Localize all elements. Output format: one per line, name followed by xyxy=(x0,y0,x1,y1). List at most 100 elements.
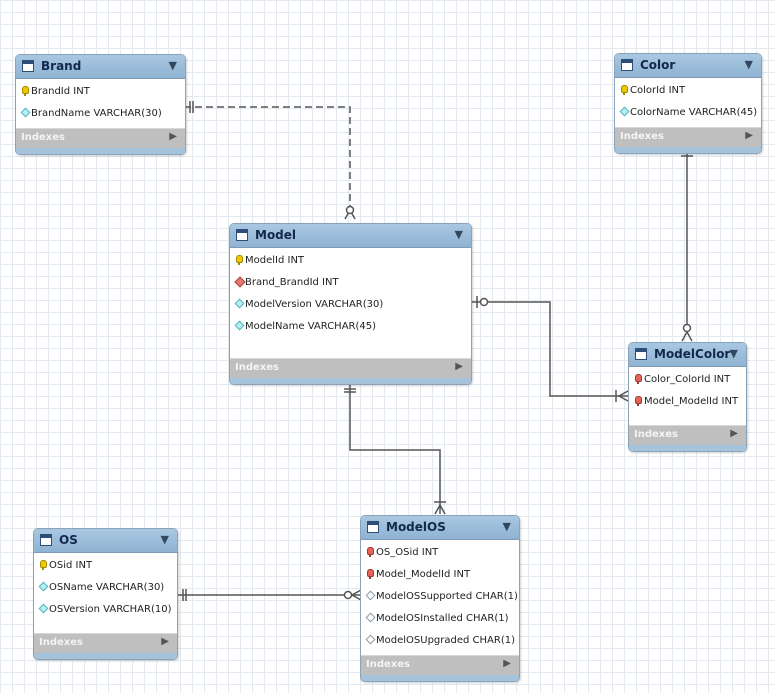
indexes-label: Indexes xyxy=(620,131,664,142)
column-row[interactable]: Brand_BrandId INT xyxy=(230,272,471,294)
expand-arrow-icon[interactable]: ▶ xyxy=(455,361,463,372)
expand-arrow-icon[interactable]: ▶ xyxy=(730,428,738,439)
relationship-model-modelos[interactable] xyxy=(344,384,446,515)
table-footer xyxy=(629,445,746,451)
table-icon xyxy=(635,348,647,360)
table-title: Brand xyxy=(41,59,82,73)
table-header[interactable]: ModelColor ▼ xyxy=(629,343,746,367)
table-modelos[interactable]: ModelOS ▼ OS_OSid INT Model_ModelId INT … xyxy=(360,515,520,682)
column-name: Model_ModelId INT xyxy=(376,569,471,580)
table-title: Model xyxy=(255,228,297,242)
indexes-label: Indexes xyxy=(634,429,678,440)
column-name: Model_ModelId INT xyxy=(644,396,739,407)
relationship-model-modelcolor[interactable] xyxy=(471,296,629,402)
indexes-section[interactable]: Indexes ▶ xyxy=(16,128,185,148)
table-icon xyxy=(22,60,34,72)
attribute-diamond-icon xyxy=(366,635,374,645)
table-color[interactable]: Color ▼ ColorId INT ColorName VARCHAR(45… xyxy=(614,53,762,154)
foreign-primary-key-icon xyxy=(366,569,374,579)
table-title: ModelOS xyxy=(386,520,446,534)
indexes-section[interactable]: Indexes ▶ xyxy=(615,127,761,147)
attribute-diamond-icon xyxy=(366,591,374,601)
collapse-arrow-icon[interactable]: ▼ xyxy=(729,347,738,360)
indexes-section[interactable]: Indexes ▶ xyxy=(230,358,471,378)
column-row[interactable]: ModelId INT xyxy=(230,250,471,272)
table-modelcolor[interactable]: ModelColor ▼ Color_ColorId INT Model_Mod… xyxy=(628,342,747,452)
expand-arrow-icon[interactable]: ▶ xyxy=(503,658,511,669)
collapse-arrow-icon[interactable]: ▼ xyxy=(744,58,753,71)
column-name: ModelVersion VARCHAR(30) xyxy=(245,299,384,310)
expand-arrow-icon[interactable]: ▶ xyxy=(161,636,169,647)
primary-key-icon xyxy=(39,560,47,570)
table-header[interactable]: ModelOS ▼ xyxy=(361,516,519,540)
column-row[interactable]: ColorName VARCHAR(45) xyxy=(615,102,761,124)
column-row[interactable]: BrandName VARCHAR(30) xyxy=(16,103,185,125)
column-row[interactable]: OS_OSid INT xyxy=(361,542,519,564)
indexes-label: Indexes xyxy=(21,132,65,143)
table-title: OS xyxy=(59,533,78,547)
collapse-arrow-icon[interactable]: ▼ xyxy=(168,59,177,72)
column-row[interactable]: ModelVersion VARCHAR(30) xyxy=(230,294,471,316)
table-title: Color xyxy=(640,58,676,72)
attribute-diamond-icon xyxy=(21,108,29,118)
column-name: ModelOSSupported CHAR(1) xyxy=(376,591,518,602)
attribute-diamond-icon xyxy=(366,613,374,623)
column-name: BrandName VARCHAR(30) xyxy=(31,108,162,119)
attribute-diamond-icon xyxy=(39,604,47,614)
column-row[interactable]: BrandId INT xyxy=(16,81,185,103)
collapse-arrow-icon[interactable]: ▼ xyxy=(502,520,511,533)
column-row[interactable]: ModelOSUpgraded CHAR(1) xyxy=(361,630,519,652)
table-title: ModelColor xyxy=(654,347,731,361)
indexes-label: Indexes xyxy=(235,362,279,373)
expand-arrow-icon[interactable]: ▶ xyxy=(745,130,753,141)
column-name: ModelId INT xyxy=(245,255,305,266)
table-header[interactable]: Color ▼ xyxy=(615,54,761,78)
primary-key-icon xyxy=(235,255,243,265)
column-row[interactable]: ModelOSSupported CHAR(1) xyxy=(361,586,519,608)
indexes-section[interactable]: Indexes ▶ xyxy=(34,633,177,653)
column-row[interactable]: ModelOSInstalled CHAR(1) xyxy=(361,608,519,630)
column-row[interactable]: Model_ModelId INT xyxy=(629,391,746,413)
attribute-diamond-icon xyxy=(235,299,243,309)
indexes-section[interactable]: Indexes ▶ xyxy=(361,655,519,675)
column-name: ColorId INT xyxy=(630,85,686,96)
column-row[interactable]: Model_ModelId INT xyxy=(361,564,519,586)
column-row[interactable]: OSName VARCHAR(30) xyxy=(34,577,177,599)
relationship-brand-model[interactable] xyxy=(184,101,356,220)
table-icon xyxy=(621,59,633,71)
collapse-arrow-icon[interactable]: ▼ xyxy=(454,228,463,241)
column-row[interactable]: Color_ColorId INT xyxy=(629,369,746,391)
column-row[interactable]: ColorId INT xyxy=(615,80,761,102)
table-header[interactable]: Model ▼ xyxy=(230,224,471,248)
table-icon xyxy=(40,534,52,546)
column-name: ModelName VARCHAR(45) xyxy=(245,321,377,332)
attribute-diamond-icon xyxy=(235,321,243,331)
table-header[interactable]: OS ▼ xyxy=(34,529,177,553)
expand-arrow-icon[interactable]: ▶ xyxy=(169,131,177,142)
table-icon xyxy=(367,521,379,533)
column-row[interactable]: ModelName VARCHAR(45) xyxy=(230,316,471,338)
foreign-primary-key-icon xyxy=(634,374,642,384)
table-footer xyxy=(34,653,177,659)
table-footer xyxy=(230,378,471,384)
table-os[interactable]: OS ▼ OSid INT OSName VARCHAR(30) OSVersi… xyxy=(33,528,178,660)
indexes-section[interactable]: Indexes ▶ xyxy=(629,425,746,445)
column-row[interactable]: OSid INT xyxy=(34,555,177,577)
relationship-color-modelcolor[interactable] xyxy=(681,148,693,342)
column-name: BrandId INT xyxy=(31,86,90,97)
column-name: Color_ColorId INT xyxy=(644,374,731,385)
indexes-label: Indexes xyxy=(366,659,410,670)
attribute-diamond-icon xyxy=(39,582,47,592)
table-brand[interactable]: Brand ▼ BrandId INT BrandName VARCHAR(30… xyxy=(15,54,186,155)
column-name: ModelOSUpgraded CHAR(1) xyxy=(376,635,515,646)
column-row[interactable]: OSVersion VARCHAR(10) xyxy=(34,599,177,621)
table-model[interactable]: Model ▼ ModelId INT Brand_BrandId INT Mo… xyxy=(229,223,472,385)
collapse-arrow-icon[interactable]: ▼ xyxy=(160,533,169,546)
relationship-os-modelos[interactable] xyxy=(177,589,362,601)
table-header[interactable]: Brand ▼ xyxy=(16,55,185,79)
column-name: ModelOSInstalled CHAR(1) xyxy=(376,613,509,624)
foreign-primary-key-icon xyxy=(366,547,374,557)
column-name: OSVersion VARCHAR(10) xyxy=(49,604,172,615)
attribute-diamond-icon xyxy=(620,107,628,117)
